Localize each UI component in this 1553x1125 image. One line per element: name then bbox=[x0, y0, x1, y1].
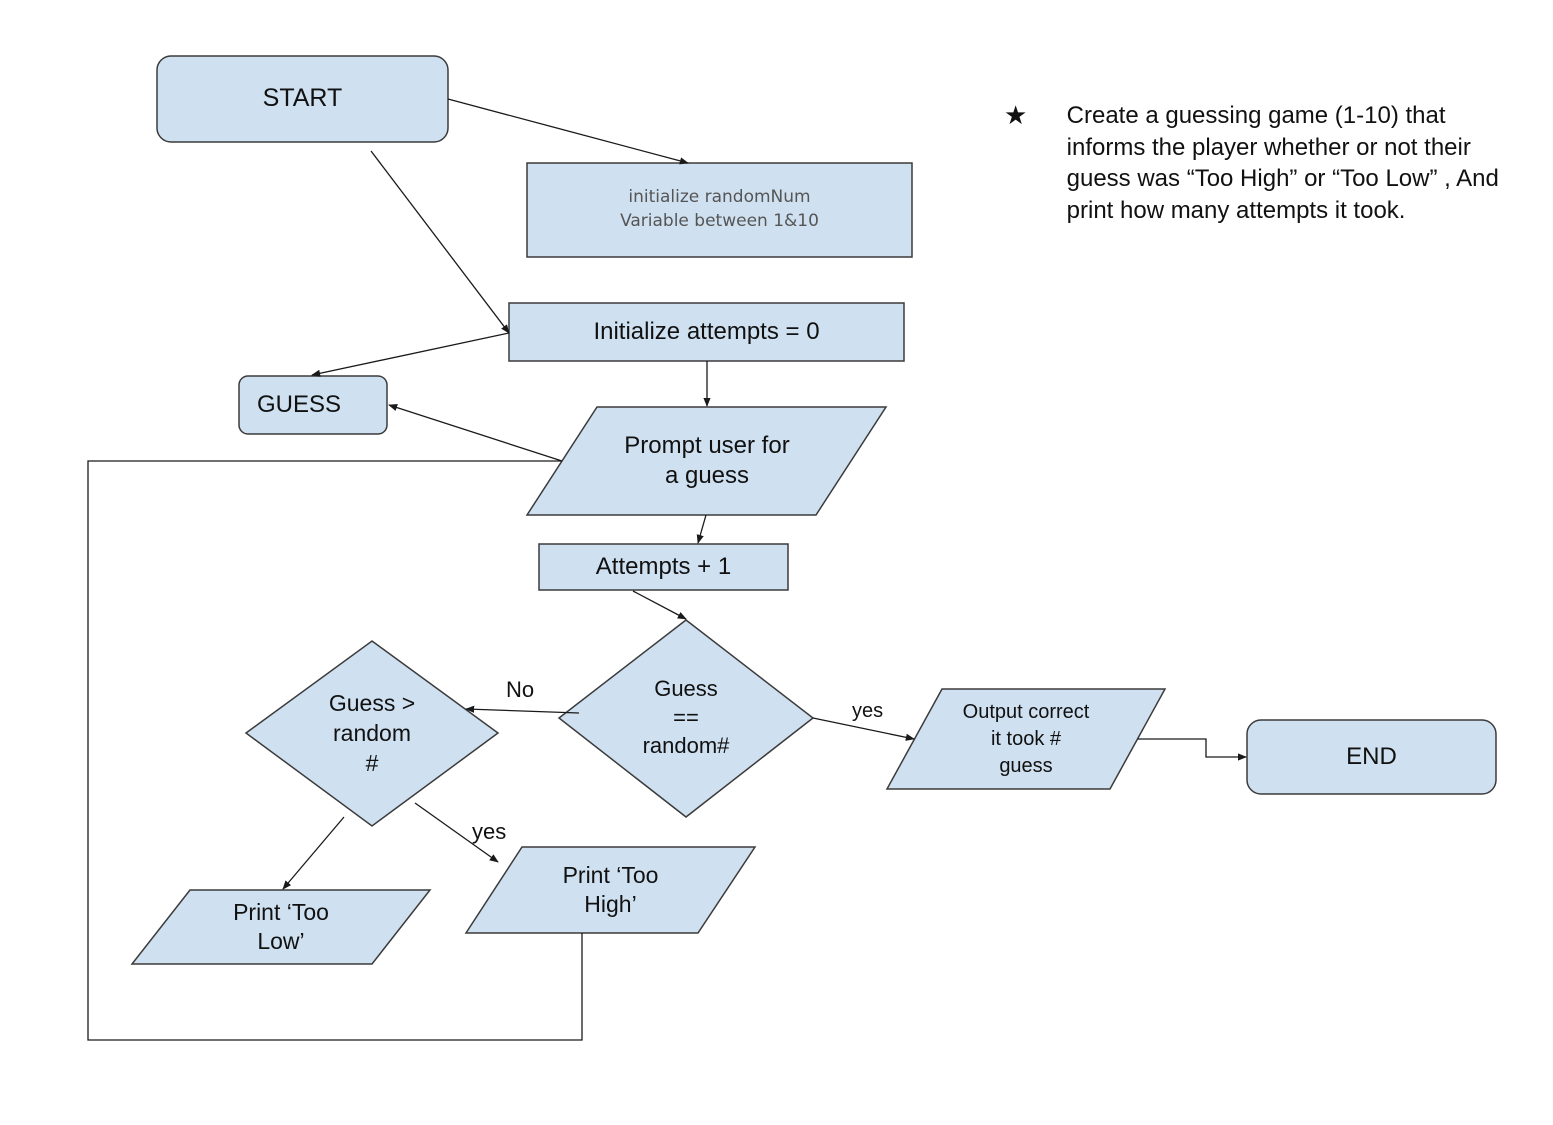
edge-label-yes-greater: yes bbox=[472, 819, 507, 844]
attempts-increment-node-shape bbox=[538, 543, 789, 591]
check-greater-decision-label: Guess > random # bbox=[328, 690, 416, 776]
too-low-node-label: Print ‘Too Low’ bbox=[233, 899, 329, 954]
end-node-shape bbox=[1246, 719, 1497, 795]
edge-start-to-init-attempts bbox=[370, 150, 510, 334]
edge-label-yes-equal: yes bbox=[852, 700, 884, 722]
edge-loop-back-to-prompt bbox=[87, 460, 583, 1041]
check-equal-decision-label: Guess == random# bbox=[642, 676, 730, 759]
edge-output-to-end bbox=[1138, 738, 1247, 761]
output-node-label: Output correct it took # guess bbox=[962, 700, 1090, 777]
end-node-label: END bbox=[1346, 743, 1397, 770]
edge-check-greater-yes-to-too-high bbox=[414, 802, 499, 863]
edge-check-equal-yes-to-output bbox=[812, 717, 915, 741]
edge-check-greater-to-too-low bbox=[282, 816, 345, 890]
edge-prompt-to-attempts-increment bbox=[696, 514, 707, 544]
init-attempts-node-label: Initialize attempts = 0 bbox=[593, 318, 820, 345]
too-low-node-shape bbox=[130, 889, 432, 965]
prompt-node-label: Prompt user for a guess bbox=[624, 432, 790, 489]
too-high-node-label: Print ‘Too High’ bbox=[562, 862, 659, 917]
attempts-increment-node-label: Attempts + 1 bbox=[595, 553, 732, 580]
init-random-node-label: initialize randomNum Variable between 1&… bbox=[620, 187, 819, 231]
task-note-text: Create a guessing game (1-10) that infor… bbox=[1066, 102, 1499, 225]
check-greater-decision-shape bbox=[244, 640, 500, 827]
edge-init-attempts-to-guess bbox=[311, 332, 510, 377]
edge-prompt-to-guess bbox=[388, 404, 563, 462]
edge-attempts-increment-to-check-equal bbox=[632, 590, 687, 620]
init-attempts-node-shape bbox=[508, 302, 905, 362]
start-node-label: START bbox=[262, 84, 343, 113]
init-random-node-shape bbox=[526, 162, 913, 258]
output-node-shape bbox=[885, 688, 1167, 790]
guess-variable-node-label: GUESS bbox=[256, 391, 342, 418]
star-icon: ★ bbox=[1004, 100, 1028, 130]
edge-check-equal-no-to-check-greater bbox=[465, 705, 580, 714]
prompt-node-shape bbox=[525, 406, 888, 516]
too-high-node-shape bbox=[464, 846, 757, 934]
edge-start-to-init-random bbox=[447, 98, 689, 165]
check-equal-decision-shape bbox=[557, 619, 815, 818]
edge-label-no: No bbox=[506, 677, 535, 702]
task-note: ★ Create a guessing game (1-10) that inf… bbox=[1004, 100, 1524, 227]
